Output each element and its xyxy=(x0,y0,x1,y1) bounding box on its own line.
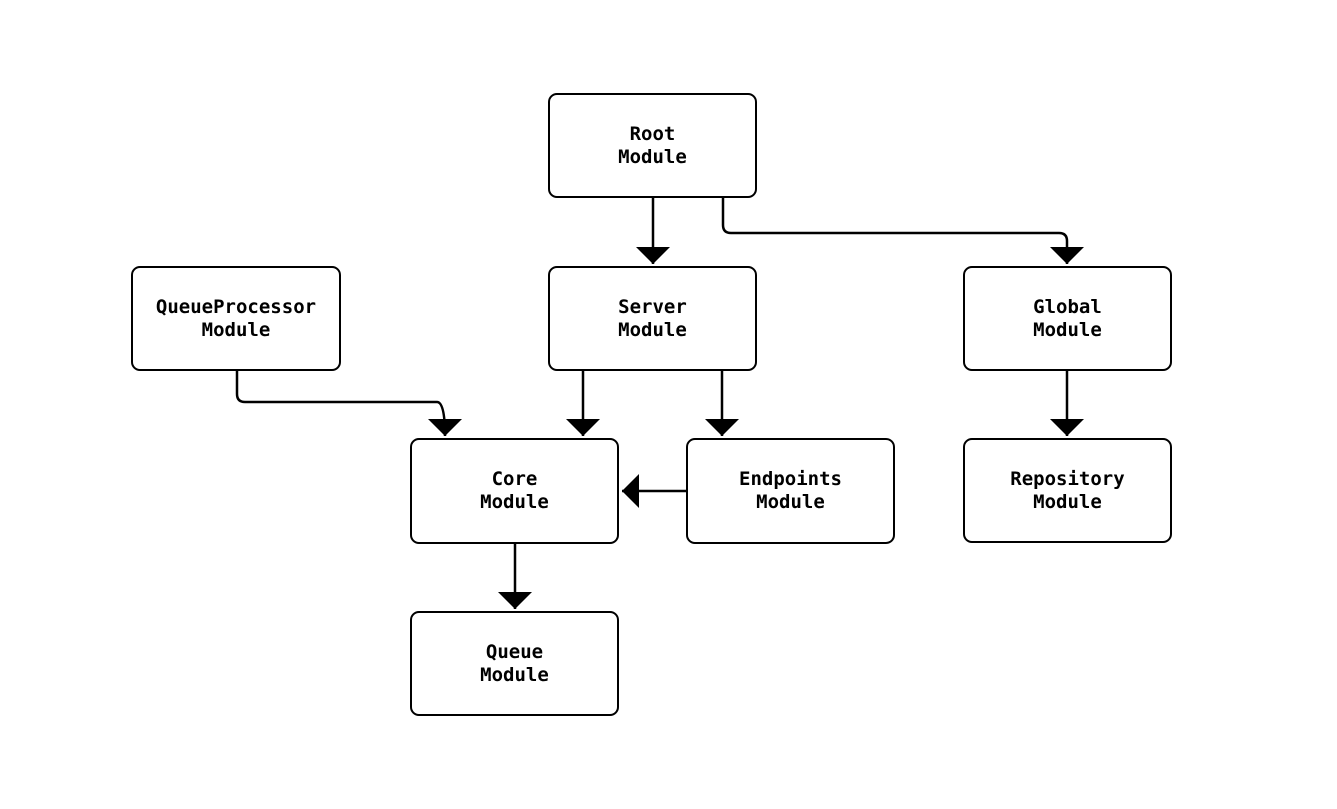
node-repository-module: Repository Module xyxy=(963,438,1172,543)
node-queue-module: Queue Module xyxy=(410,611,619,716)
node-repository-module-label: Repository Module xyxy=(1010,467,1125,513)
node-queueprocessor-module: QueueProcessor Module xyxy=(131,266,341,371)
node-global-module: Global Module xyxy=(963,266,1172,371)
node-global-module-label: Global Module xyxy=(1033,295,1102,341)
node-core-module-label: Core Module xyxy=(480,468,549,513)
node-server-module-label: Server Module xyxy=(618,295,687,341)
node-queueprocessor-module-label: QueueProcessor Module xyxy=(155,295,317,341)
node-endpoints-module: Endpoints Module xyxy=(686,438,895,544)
edge-root-to-global xyxy=(721,198,1084,264)
node-core-module: Core Module xyxy=(410,438,619,544)
node-server-module: Server Module xyxy=(548,266,757,371)
node-endpoints-module-label: Endpoints Module xyxy=(739,468,842,513)
node-root-module: Root Module xyxy=(548,93,757,198)
node-queue-module-label: Queue Module xyxy=(480,640,549,686)
edge-queueprocessor-to-core xyxy=(235,371,462,437)
node-root-module-label: Root Module xyxy=(618,122,687,168)
